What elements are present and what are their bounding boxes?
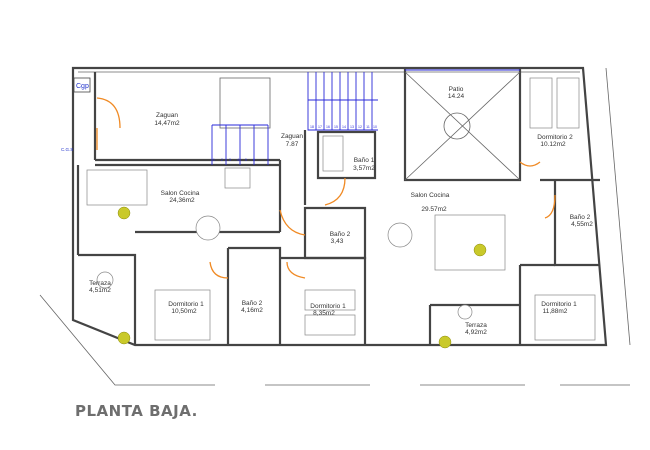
bed [534,294,596,341]
bed [154,289,211,341]
step-number: 1 [213,158,215,162]
doors [96,97,556,279]
plant-icon [117,331,131,345]
step-number: 3 [229,158,231,162]
room-name: Dormitorio 2 [537,134,573,141]
elevator-shaft [219,77,271,129]
room-name: Baño 2 [330,231,351,238]
cgp-box [73,77,91,93]
room-area: 24,36m2 [169,197,195,204]
step-number: 11 [366,125,370,129]
room-area: 4,55m2 [571,221,593,228]
plant-icon [473,243,487,257]
dining-table [387,222,413,248]
step-number: 18 [310,125,314,129]
room-area: 10.12m2 [540,141,566,148]
sofa [86,169,148,206]
room-name: Salon Cocina [411,192,450,199]
room-area: 14,47m2 [154,120,180,127]
step-number: 12 [358,125,362,129]
interior-walls [76,68,600,345]
plant-icon [117,206,131,220]
patio-table [443,112,471,140]
step-number: 17 [318,125,322,129]
room-area: 7.87 [286,141,299,148]
room-area: 4,16m2 [241,307,263,314]
terrace-chair [96,271,114,289]
room-name: Baño 1 [354,157,375,164]
room-name: Zaguan [281,133,303,140]
room-area: 11,88m2 [543,308,568,315]
step-number: 5 [245,158,247,162]
bed [529,77,553,129]
step-number: 13 [350,125,354,129]
street-lines [39,67,631,386]
room-name: Salon Cocina [161,190,200,197]
room-area: 8,35m2 [313,310,335,317]
kitchen-counter [224,167,251,189]
room-area: 10,50m2 [171,308,197,315]
plan-title: PLANTA BAJA. [75,402,198,420]
room-name: Baño 2 [242,300,263,307]
step-number: 14 [342,125,346,129]
room-name: Dormitorio 1 [310,303,346,310]
cgs-label: C.G.S [61,147,73,152]
room-name: Dormitorio 1 [541,301,577,308]
room-area: 3,43 [331,238,344,245]
plant-icon [438,335,452,349]
room-name: Dormitorio 1 [168,301,204,308]
room-area: 4,51m2 [89,287,111,294]
step-number: 16 [326,125,330,129]
room-name: Terraza [89,280,111,287]
terrace-chair [457,304,473,320]
shower [322,135,344,172]
bed [556,77,580,129]
room-name: Zaguan [156,112,178,119]
step-number: 4 [237,158,239,162]
room-area: 4,92m2 [465,329,487,336]
room-area: 14.24 [448,93,465,100]
bed [304,289,356,311]
room-area: 3,57m2 [353,165,375,172]
step-number: 2 [221,158,223,162]
patio-void [404,69,521,181]
room-name: Patio [449,86,464,93]
cgp-label: Cgp [76,83,89,90]
step-number: 6 [253,158,255,162]
step-number: 15 [334,125,338,129]
exterior-walls [71,66,608,347]
room-name: Baño 2 [570,214,591,221]
room-labels: Zaguan 14,47m2 Zaguan 7.87 Baño 1 3,57m2… [89,86,593,336]
dining-table [195,215,221,241]
room-area: 29.57m2 [421,206,447,213]
furniture [86,77,596,349]
step-number: 10 [373,125,377,129]
stairs: 1 2 3 4 5 6 18 17 16 15 14 13 12 11 10 [211,72,378,165]
room-name: Terraza [465,322,487,329]
bed [304,314,356,336]
sofa [434,214,506,271]
